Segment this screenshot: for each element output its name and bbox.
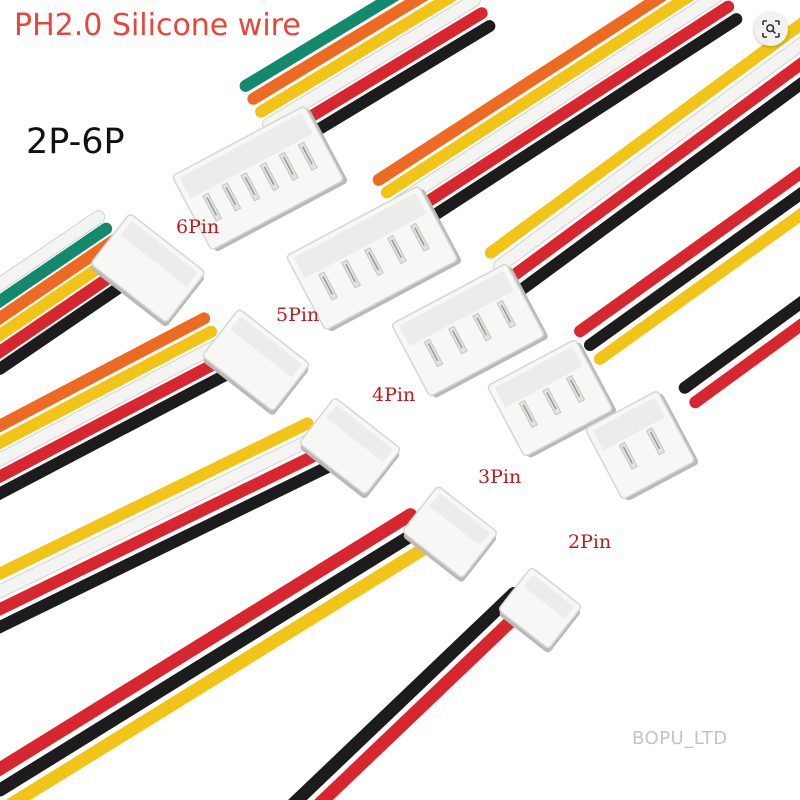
wire-orange bbox=[0, 234, 121, 326]
wire-yellow bbox=[593, 207, 800, 365]
lens-search-icon bbox=[762, 20, 780, 38]
connector-5pin-socket bbox=[202, 309, 310, 415]
wire-white bbox=[389, 0, 722, 211]
connector-2pin-plug bbox=[585, 391, 699, 501]
wire-red bbox=[0, 508, 418, 777]
wire-bundle-9 bbox=[678, 296, 800, 409]
wire-orange bbox=[247, 0, 429, 105]
wire-white bbox=[0, 211, 105, 292]
wire-bundle-3 bbox=[372, 0, 743, 237]
pin-label-6: 6Pin bbox=[176, 216, 220, 238]
product-title: PH2.0 Silicone wire bbox=[14, 8, 301, 43]
wire-yellow bbox=[380, 0, 695, 199]
wire-red bbox=[314, 600, 533, 800]
wire-green bbox=[0, 222, 113, 309]
wire-black bbox=[0, 460, 335, 634]
wire-yellow bbox=[0, 417, 314, 581]
wire-bundle-5 bbox=[484, 17, 800, 298]
wire-yellow bbox=[0, 325, 218, 450]
wire-red bbox=[503, 57, 800, 285]
pin-label-2: 2Pin bbox=[568, 531, 612, 553]
wire-black bbox=[0, 365, 238, 501]
wire-bundle-4 bbox=[0, 312, 238, 501]
wire-black bbox=[288, 586, 521, 800]
wire-bundle-10 bbox=[288, 586, 533, 800]
wire-red bbox=[0, 446, 328, 616]
connector-housing bbox=[202, 309, 310, 411]
pin-label-5: 5Pin bbox=[276, 304, 320, 326]
wire-bundle-7 bbox=[574, 166, 800, 365]
wire-red bbox=[574, 166, 800, 338]
pin-label-4: 4Pin bbox=[372, 384, 416, 406]
connector-4pin-socket bbox=[299, 398, 401, 499]
connector-housing bbox=[403, 486, 497, 578]
connector-housing bbox=[392, 263, 544, 397]
wire-black bbox=[513, 77, 800, 298]
wire-bundle-8 bbox=[0, 508, 436, 800]
connector-housing bbox=[499, 567, 581, 649]
connector-4pin-plug bbox=[392, 263, 548, 398]
wire-white bbox=[0, 339, 224, 467]
connector-3pin-plug bbox=[487, 339, 617, 458]
connector-2pin-socket bbox=[499, 567, 581, 653]
wire-white bbox=[0, 431, 321, 599]
wire-black bbox=[0, 523, 427, 797]
wire-red bbox=[0, 352, 231, 484]
pin-label-3: 3Pin bbox=[478, 466, 522, 488]
wire-white bbox=[262, 0, 480, 131]
wire-orange bbox=[372, 0, 667, 186]
wire-black bbox=[678, 296, 800, 394]
wire-bundle-6 bbox=[0, 417, 335, 634]
wire-orange bbox=[0, 312, 211, 433]
connector-6pin-plug bbox=[172, 106, 348, 252]
connector-housing bbox=[91, 214, 205, 322]
connectors bbox=[91, 106, 699, 653]
wire-black bbox=[405, 13, 743, 237]
wire-black bbox=[584, 186, 800, 351]
connector-6pin-socket bbox=[91, 214, 205, 327]
wire-red bbox=[397, 0, 735, 224]
pin-range-label: 2P-6P bbox=[26, 122, 125, 162]
wire-yellow bbox=[484, 17, 800, 259]
connector-housing bbox=[299, 398, 401, 494]
connector-housing bbox=[585, 391, 695, 499]
wire-black bbox=[0, 268, 144, 375]
wire-white bbox=[494, 37, 800, 272]
connector-5pin-plug bbox=[286, 186, 462, 332]
wire-yellow bbox=[5, 538, 436, 800]
connector-3pin-socket bbox=[403, 486, 497, 582]
visual-search-button[interactable] bbox=[754, 12, 788, 46]
watermark: BOPU_LTD bbox=[632, 728, 728, 749]
wire-yellow bbox=[255, 0, 458, 118]
wire-red bbox=[689, 318, 800, 409]
wire-green bbox=[239, 0, 400, 92]
